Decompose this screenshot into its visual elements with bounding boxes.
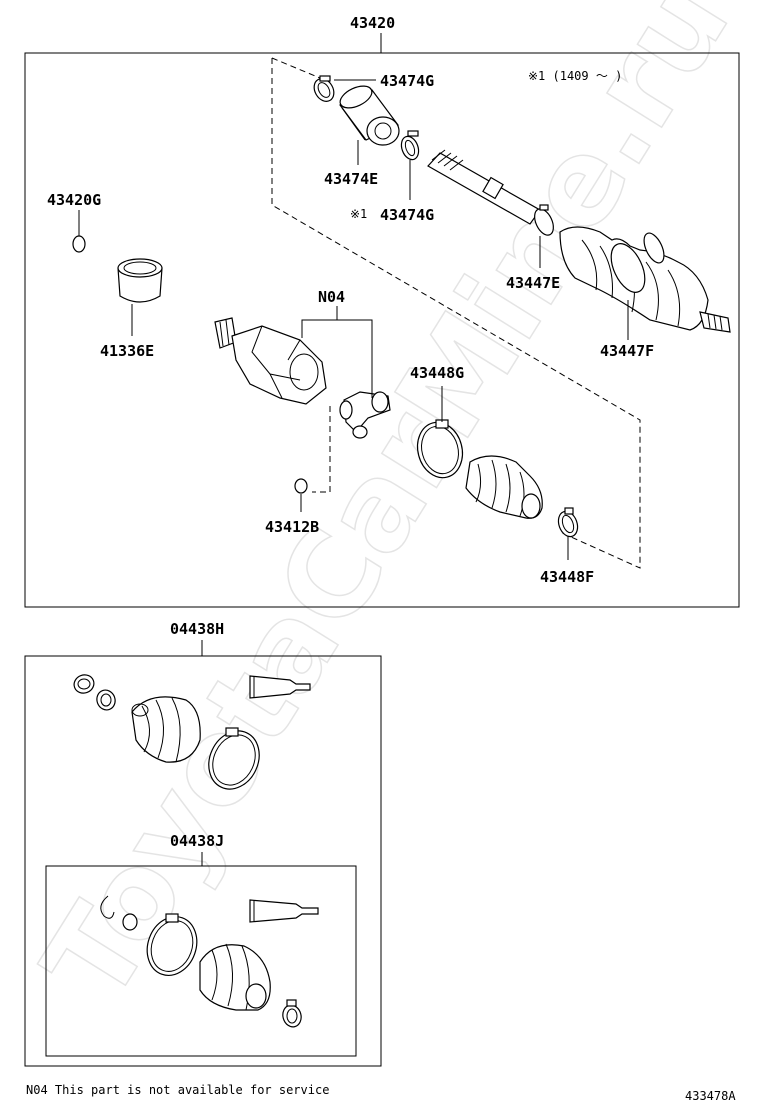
snap-ring-43412b[interactable] [294, 478, 308, 494]
label-43420[interactable]: 43420 [350, 14, 395, 32]
tripod-n04[interactable] [339, 391, 391, 439]
label-43447f[interactable]: 43447F [600, 342, 654, 360]
label-04438j[interactable]: 04438J [170, 832, 224, 850]
inner-boot[interactable] [465, 455, 543, 519]
kit-h-clamp-small-2[interactable] [94, 688, 118, 713]
kit-j-snap-ring-2[interactable] [122, 913, 138, 931]
label-43474e[interactable]: 43474E [324, 170, 378, 188]
mark-note-1: ※1 [350, 207, 367, 221]
clamp-43474g-mid[interactable] [398, 130, 421, 162]
diagram-code: 433478A [685, 1089, 736, 1103]
note-1409: ※1 (1409 ～ ) [528, 69, 622, 83]
label-43448f[interactable]: 43448F [540, 568, 594, 586]
boot-clamp-43448f[interactable] [555, 507, 581, 539]
label-43447e[interactable]: 43447E [506, 274, 560, 292]
kit-h-grease-tube[interactable] [249, 675, 311, 699]
snap-ring-43420g[interactable] [72, 235, 86, 253]
kit-h-boot[interactable] [131, 696, 201, 763]
label-43448g[interactable]: 43448G [410, 364, 464, 382]
label-43474g-top[interactable]: 43474G [380, 72, 434, 90]
boot-clamp-43447e[interactable] [531, 204, 557, 238]
clamp-43474g-top[interactable] [310, 75, 338, 105]
label-43420g[interactable]: 43420G [47, 191, 101, 209]
kit-j-boot[interactable] [199, 943, 271, 1011]
outer-boot-43447f[interactable] [559, 226, 731, 333]
label-n04[interactable]: N04 [318, 288, 345, 306]
label-41336e[interactable]: 41336E [100, 342, 154, 360]
kit-04438j-frame [45, 865, 357, 1057]
kit-h-clamp-large[interactable] [200, 723, 269, 798]
label-04438h[interactable]: 04438H [170, 620, 224, 638]
watermark-text: ToyotaCarMine.ru [17, 0, 756, 1025]
kit-04438h-frame [24, 655, 382, 1067]
footer-note: N04 This part is not available for servi… [26, 1083, 329, 1097]
dynamic-damper-43474e[interactable] [337, 82, 400, 146]
label-43474g-mid[interactable]: 43474G [380, 206, 434, 224]
inner-joint-housing[interactable] [214, 317, 327, 405]
kit-j-snap-ring-1[interactable] [100, 895, 115, 919]
boot-clamp-43448g[interactable] [412, 417, 469, 482]
kit-j-clamp-small[interactable] [280, 999, 303, 1029]
kit-j-grease-tube[interactable] [249, 899, 319, 923]
label-43412b[interactable]: 43412B [265, 518, 319, 536]
dust-cover-41336e[interactable] [117, 258, 163, 303]
assembly-outline [271, 58, 641, 569]
assembly-frame [24, 52, 740, 608]
kit-h-clamp-small-1[interactable] [72, 672, 97, 696]
kit-j-clamp-large[interactable] [139, 910, 205, 983]
